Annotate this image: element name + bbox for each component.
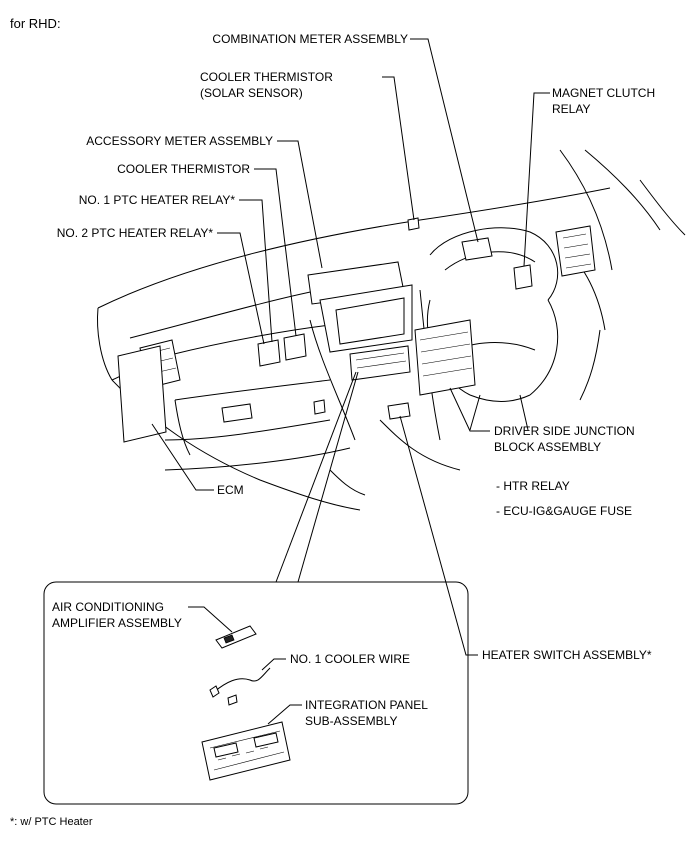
- label-driver-side-junction-sub: BLOCK ASSEMBLY: [494, 440, 601, 454]
- label-ecm: ECM: [217, 483, 244, 497]
- label-combination-meter: COMBINATION METER ASSEMBLY: [212, 32, 408, 46]
- label-cooler-thermistor: COOLER THERMISTOR: [117, 162, 250, 176]
- label-cooler-thermistor-solar-sub: (SOLAR SENSOR): [200, 86, 303, 100]
- label-cooler-wire: NO. 1 COOLER WIRE: [290, 652, 410, 666]
- label-ac-amplifier: AIR CONDITIONING: [52, 600, 164, 614]
- label-magnet-clutch-relay: MAGNET CLUTCH: [552, 86, 655, 100]
- label-ac-amplifier-sub: AMPLIFIER ASSEMBLY: [52, 616, 182, 630]
- leader-lines: [151, 38, 550, 656]
- footnote: *: w/ PTC Heater: [10, 816, 93, 828]
- label-heater-switch: HEATER SWITCH ASSEMBLY*: [482, 648, 652, 662]
- label-ptc-heater-relay-2: NO. 2 PTC HEATER RELAY*: [57, 226, 214, 240]
- label-ecu-ig-gauge-fuse: - ECU-IG&GAUGE FUSE: [496, 504, 632, 518]
- labels: for RHD: COMBINATION METER ASSEMBLY COOL…: [10, 16, 655, 828]
- label-integration-panel-sub: SUB-ASSEMBLY: [305, 714, 397, 728]
- label-integration-panel: INTEGRATION PANEL: [305, 698, 428, 712]
- diagram-title: for RHD:: [10, 16, 61, 31]
- label-magnet-clutch-relay-sub: RELAY: [552, 102, 590, 116]
- dashboard-drawing: [97, 149, 686, 511]
- label-accessory-meter: ACCESSORY METER ASSEMBLY: [86, 134, 273, 148]
- label-cooler-thermistor-solar: COOLER THERMISTOR: [200, 70, 333, 84]
- label-driver-side-junction: DRIVER SIDE JUNCTION: [494, 424, 635, 438]
- inset-box: [43, 581, 469, 805]
- label-htr-relay: - HTR RELAY: [496, 479, 570, 493]
- label-ptc-heater-relay-1: NO. 1 PTC HEATER RELAY*: [79, 193, 236, 207]
